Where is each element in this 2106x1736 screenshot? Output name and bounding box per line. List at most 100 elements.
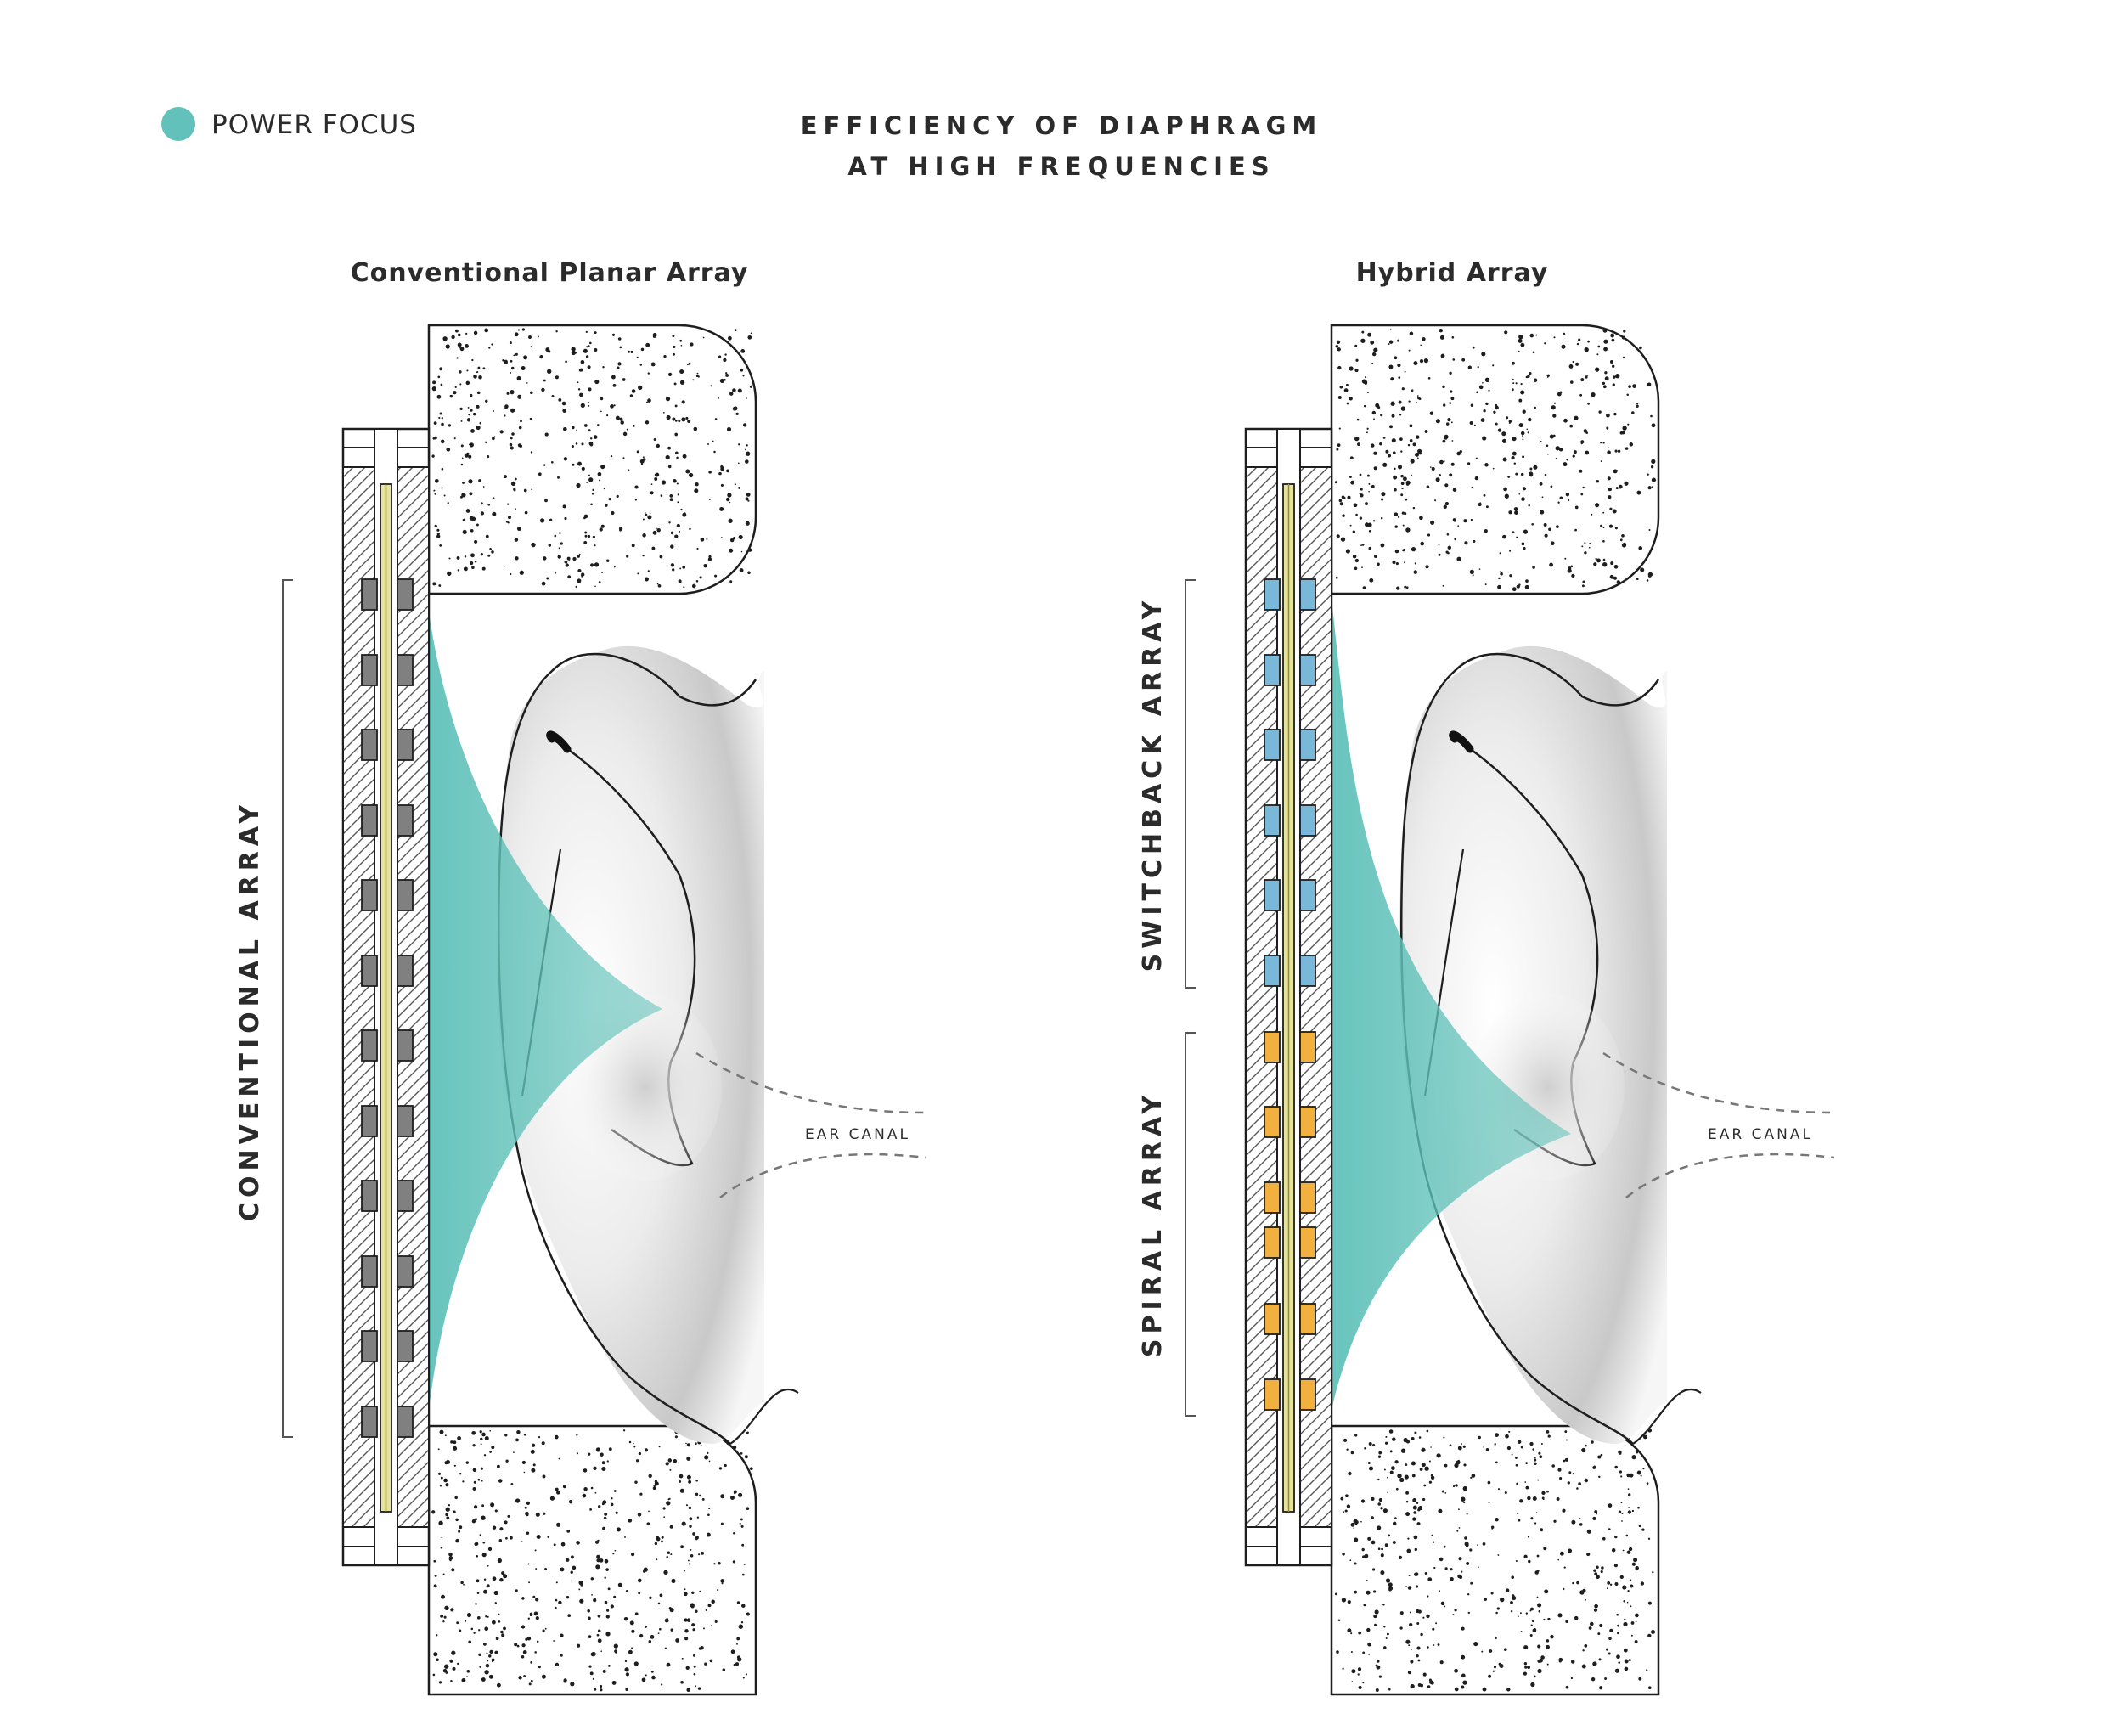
foam-dot	[1528, 417, 1532, 422]
foam-dot	[746, 1432, 748, 1434]
foam-dot	[745, 459, 749, 464]
driver-assembly	[341, 427, 431, 1567]
foam-dot	[645, 342, 650, 347]
foam-dot	[1557, 392, 1562, 397]
foam-dot	[1418, 1436, 1422, 1439]
foam-dot	[681, 417, 686, 422]
foam-dot	[1482, 381, 1484, 384]
foam-dot	[1371, 443, 1375, 448]
foam-dot	[502, 358, 504, 362]
foam-dot	[667, 446, 671, 450]
foam-dots-bottom	[1334, 1428, 1655, 1692]
foam-dot	[1428, 1480, 1432, 1484]
foam-dot	[660, 1683, 663, 1686]
foam-dot	[733, 1663, 736, 1666]
foam-dot	[1600, 460, 1602, 463]
foam-dot	[1444, 437, 1448, 440]
foam-dot	[543, 556, 547, 561]
foam-dot	[1524, 584, 1529, 589]
foam-dot	[518, 1676, 522, 1680]
foam-dot	[1394, 512, 1399, 517]
foam-dot	[557, 476, 560, 479]
foam-dot	[675, 1638, 679, 1643]
foam-dot	[704, 1455, 709, 1460]
foam-dot	[541, 1441, 545, 1446]
foam-dot	[457, 1662, 459, 1666]
foam-dot	[576, 482, 581, 488]
foam-dot	[1354, 558, 1360, 563]
foam-dot	[1389, 1470, 1394, 1474]
foam-dot	[1646, 1669, 1648, 1671]
foam-dot	[1607, 428, 1609, 431]
magnet-block	[397, 1105, 414, 1137]
foam-dot	[696, 547, 699, 550]
foam-dot	[466, 369, 469, 372]
foam-dot	[1444, 502, 1449, 506]
foam-dot	[543, 379, 546, 382]
foam-dot	[1421, 1447, 1426, 1452]
foam-dot	[515, 1498, 521, 1503]
foam-dot	[1336, 340, 1341, 344]
foam-dot	[1457, 1574, 1461, 1579]
foam-dot	[1449, 1444, 1452, 1447]
magnet-block	[397, 804, 414, 837]
magnet-block	[397, 578, 414, 611]
foam-dot	[1427, 533, 1431, 537]
foam-dot	[611, 1680, 617, 1685]
foam-dot	[1461, 1443, 1462, 1445]
foam-dot	[661, 480, 667, 485]
foam-dot	[1507, 475, 1511, 478]
foam-dot	[615, 1651, 617, 1654]
foam-dot	[600, 397, 604, 401]
foam-dot	[595, 1447, 601, 1452]
diagram-title-line-2: AT HIGH FREQUENCIES	[847, 152, 1275, 181]
foam-dot	[444, 1461, 448, 1465]
foam-dot	[1397, 364, 1401, 368]
foam-dot	[584, 531, 588, 534]
foam-dot	[1426, 485, 1430, 489]
foam-dot	[1640, 567, 1645, 572]
foam-dot	[1410, 1660, 1414, 1664]
foam-dot	[1511, 1575, 1514, 1579]
foam-dot	[1600, 1453, 1603, 1457]
foam-dot	[1512, 378, 1514, 380]
foam-dot	[1382, 1508, 1388, 1513]
foam-dot	[700, 1646, 704, 1650]
foam-dot	[1367, 392, 1369, 394]
foam-dot	[588, 1616, 591, 1620]
foam-dot	[1362, 586, 1366, 589]
foam-dot	[521, 1643, 526, 1648]
foam-dot	[1432, 1541, 1435, 1543]
foam-dot	[486, 1652, 488, 1654]
foam-dot	[1492, 1670, 1495, 1672]
foam-dot	[624, 1660, 628, 1663]
foam-dot	[526, 1636, 532, 1641]
foam-dot	[437, 1472, 442, 1475]
foam-dot	[1402, 549, 1406, 552]
foam-dot	[509, 341, 512, 345]
foam-dot	[684, 1618, 688, 1622]
foam-dot	[1617, 1624, 1619, 1627]
foam-dot	[696, 372, 699, 375]
foam-dot	[503, 1574, 505, 1576]
foam-dot	[674, 432, 679, 437]
foam-dot	[1650, 465, 1654, 469]
conventional-array-bracket	[282, 579, 293, 1438]
foam-dot	[1377, 1478, 1380, 1481]
foam-dot	[648, 1639, 652, 1643]
foam-dot	[1354, 436, 1360, 442]
foam-dot	[1565, 493, 1570, 497]
foam-dot	[694, 488, 699, 493]
foam-dot	[1487, 1480, 1491, 1485]
foam-dot	[1529, 473, 1534, 477]
foam-dot	[1543, 1618, 1546, 1621]
foam-dot	[1578, 338, 1581, 341]
magnet-block	[1299, 1181, 1316, 1214]
foam-dot	[438, 1681, 442, 1684]
foam-dot	[613, 1595, 617, 1598]
foam-dot	[1532, 1448, 1535, 1451]
foam-dot	[1444, 483, 1449, 488]
foam-dot	[544, 1627, 547, 1630]
foam-dot	[478, 375, 482, 380]
foam-dot	[1422, 1497, 1426, 1502]
